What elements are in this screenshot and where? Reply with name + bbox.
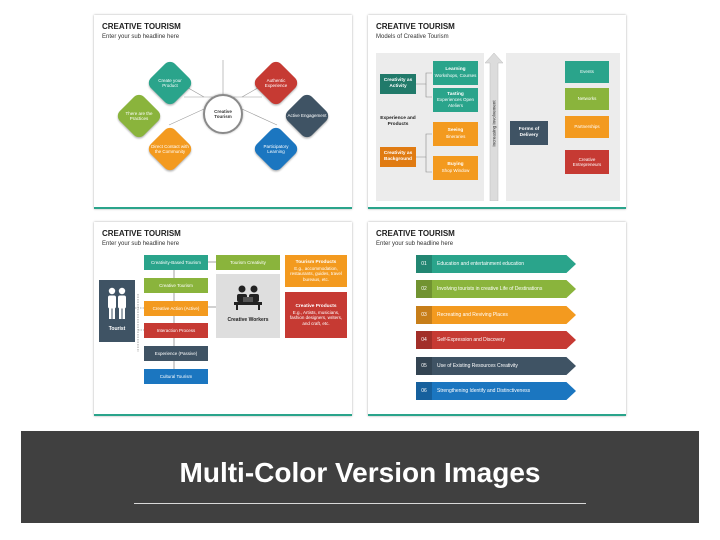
item-number: 03 [416,306,432,324]
stack-interaction: Interaction Process [144,323,208,338]
creativity-background-box: Creativity as Background [380,147,416,167]
stack-creative-action: Creative Action (Active) [144,301,208,316]
experience-products-label: Experience and Products [380,107,416,137]
list-item: 06 Strengthening Identify and Distinctiv… [416,382,576,400]
events-box: Events [565,61,609,83]
stack-creative-tourism: Creative Tourism [144,278,208,293]
diamond-label: Authentic Experience [264,77,288,88]
tourist-label: Tourist [108,326,126,332]
entrepreneurs-box: Creative Entrepreneurs [565,150,609,174]
creative-products-box: Creative Products E.g., Artists, musicia… [285,292,347,338]
item-number: 01 [416,255,432,273]
tasting-box: Tasting Experiences Open Ateliers [433,88,478,112]
box-sub: Workshops, Courses [434,73,477,79]
creative-workers-box [216,274,280,338]
box-sub: Experiences Open Ateliers [436,97,475,108]
slide-title: CREATIVE TOURISM [376,229,455,238]
item-label: Strengthening Identify and Distinctivene… [437,388,531,394]
creativity-activity-box: Creativity as Activity [380,74,416,94]
banner-underline [134,503,586,504]
box-body: E.g., Artists, musicians, fashion design… [289,309,343,326]
diamond-label: Active Engagement [287,113,327,119]
tourist-box [99,280,135,342]
diamond-label: There are the Practices [125,110,153,121]
slide-thumbnail-1[interactable]: CREATIVE TOURISM Enter your sub headline… [94,15,352,209]
list-item: 01 Education and entertainment education [416,255,576,273]
learning-box: Learning Workshops, Courses [433,61,478,85]
diamond-label: Direct Contact with the Community [151,143,189,154]
diamond-label: Participatory Learning [263,143,289,154]
center-label: Creative Tourism [214,108,232,119]
box-title: Creative Products [295,304,337,310]
list-item: 03 Recreating and Reviving Places [416,306,576,324]
box-sub: Shop Window [441,168,470,174]
box-title: Buying [447,162,464,168]
slide-subtitle: Enter your sub headline here [102,241,180,247]
list-item: 02 Involving tourists in creative Life o… [416,280,576,298]
item-number: 04 [416,331,432,349]
box-body: E.g., accommodation, restaurants, guides… [290,265,342,282]
buying-box: Buying Shop Window [433,156,478,180]
slide-subtitle: Enter your sub headline here [102,34,180,40]
box-label: Creativity as Background [383,151,413,162]
creative-workers-icon [234,285,262,310]
box-title: Tasting [447,91,464,97]
slide-thumbnail-3[interactable]: CREATIVE TOURISM Enter your sub headline… [94,222,352,416]
item-label: Involving tourists in creative Life of D… [437,286,543,292]
box-label: Events [580,69,594,75]
slide-subtitle: Enter your sub headline here [376,241,454,247]
box-label: Creative Entrepreneurs [572,156,602,167]
slide-thumbnail-2[interactable]: CREATIVE TOURISM Models of Creative Tour… [368,15,626,209]
stack-cultural-tourism: Cultural Tourism [144,369,208,384]
item-number: 06 [416,382,432,400]
forms-delivery-box: Forms of Delivery [510,121,548,145]
box-title: Learning [445,67,466,73]
diamond-label: Create your Product [158,77,182,88]
box-label: Creativity as Activity [383,78,413,89]
box-sub: Itineraries [445,134,466,140]
slide-title: CREATIVE TOURISM [376,22,455,31]
box-label: Experience and Products [380,116,416,127]
slide-subtitle: Models of Creative Tourism [376,34,449,40]
stack-creativity-based: Creativity-Based Tourism [144,255,208,270]
item-label: Self-Expression and Discovery [437,337,506,343]
slide-title: CREATIVE TOURISM [102,229,181,238]
tourism-products-box: Tourism Products E.g., accommodation, re… [285,255,347,287]
box-title: Tourism Products [295,260,337,266]
networks-box: Networks [565,88,609,110]
banner-title: Multi-Color Version Images [179,457,541,488]
list-item: 05 Use of Existing Resources Creativity [416,357,576,375]
item-label: Use of Existing Resources Creativity [437,363,518,369]
center-circle [203,94,243,134]
box-title: Seeing [447,128,464,134]
item-label: Recreating and Reviving Places [437,312,508,318]
tourism-creativity-bar: Tourism Creativity [216,255,280,270]
stack-experience-passive: Experience (Passive) [144,346,208,361]
creative-workers-label: Creative Workers [227,317,269,323]
box-label: Partnerships [574,124,600,130]
up-arrow-icon [485,53,503,201]
box-label: Forms of Delivery [518,127,540,138]
list-item: 04 Self-Expression and Discovery [416,331,576,349]
item-label: Education and entertainment education [437,261,525,267]
seeing-box: Seeing Itineraries [433,122,478,146]
box-label: Networks [577,96,597,102]
slide-thumbnail-4[interactable]: CREATIVE TOURISM Enter your sub headline… [368,222,626,416]
tourist-people-icon [108,287,126,319]
item-number: 02 [416,280,432,298]
item-number: 05 [416,357,432,375]
arrow-label: Increasing Involvement [491,100,497,147]
slide-title: CREATIVE TOURISM [102,22,181,31]
banner: Multi-Color Version Images [21,431,699,523]
partnerships-box: Partnerships [565,116,609,138]
